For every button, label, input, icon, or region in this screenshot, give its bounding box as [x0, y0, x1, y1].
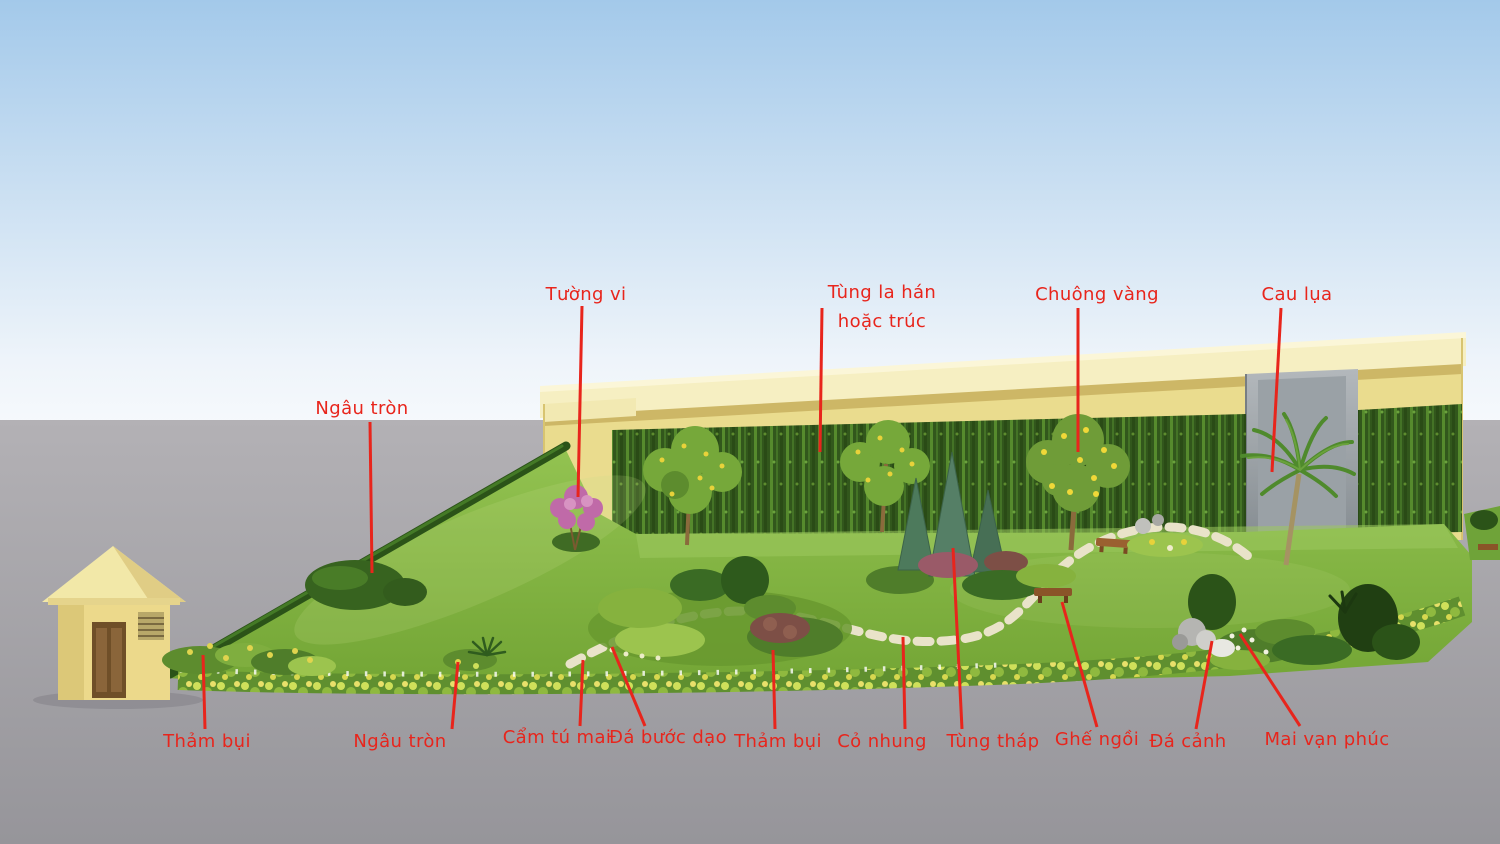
label-tham-bui-mid: Thảm bụi — [734, 731, 822, 752]
label-tung-la-han-line2: hoặc trúc — [837, 310, 927, 332]
guard-house-window — [138, 612, 164, 640]
label-co-nhung: Cỏ nhung — [837, 731, 927, 752]
flowering-tree-a — [643, 426, 742, 546]
label-tung-thap: Tùng tháp — [946, 731, 1040, 752]
leader-ngau-tron-upper — [368, 421, 374, 574]
leader-tham-bui-mid — [771, 649, 777, 730]
bench-back — [1095, 537, 1133, 554]
guard-house — [33, 546, 203, 709]
rock-garden — [1172, 574, 1420, 670]
back-right-flowerbed — [1127, 514, 1203, 557]
leader-co-nhung — [901, 636, 907, 730]
label-cau-lua: Cau lụa — [1261, 284, 1333, 305]
leader-lines — [201, 305, 1302, 730]
leader-cam-tu-mai — [578, 659, 585, 727]
label-chuong-vang: Chuông vàng — [1035, 284, 1159, 305]
leader-da-canh — [1194, 640, 1214, 730]
label-tung-la-han: Tùng la hán hoặc trúc — [828, 283, 937, 332]
shrub-bed-left — [162, 643, 336, 676]
leader-ghe-ngoi — [1060, 601, 1099, 728]
leader-tung-thap — [951, 547, 964, 730]
leader-ngau-tron-lower — [450, 661, 460, 730]
label-tuong-vi: Tường vi — [545, 284, 627, 305]
label-da-buoc-dao: Đá bước dạo — [608, 727, 728, 748]
label-ngau-tron-upper: Ngâu tròn — [315, 398, 409, 419]
leader-tham-bui-left — [201, 654, 207, 730]
label-tham-bui-left: Thảm bụi — [163, 731, 251, 752]
round-shrub-ngau-tron — [305, 560, 427, 610]
label-mai-van-phuc: Mai vạn phúc — [1264, 729, 1390, 750]
leader-cau-lua — [1270, 307, 1283, 473]
label-tung-la-han-line1: Tùng la hán — [827, 282, 937, 303]
leader-tung-la-han — [818, 307, 824, 453]
diagonal-hedge — [165, 441, 571, 679]
leader-da-buoc-dao — [610, 646, 647, 727]
bench-middle — [1034, 588, 1072, 603]
pink-shrub-tuong-vi — [550, 485, 603, 552]
label-da-canh: Đá cảnh — [1149, 731, 1227, 752]
conifer-group-tung-thap — [866, 451, 1076, 600]
label-cam-tu-mai: Cẩm tú mai — [502, 727, 612, 748]
center-shrub-bed — [588, 556, 852, 666]
leader-tuong-vi — [576, 305, 584, 498]
label-ghe-ngoi: Ghế ngồi — [1054, 729, 1140, 750]
maroon-bush — [750, 613, 810, 643]
flowering-tree-b — [840, 420, 930, 533]
far-right-hedge — [1464, 506, 1500, 560]
label-ngau-tron-lower: Ngâu tròn — [353, 731, 447, 752]
leader-mai-van-phuc — [1238, 633, 1302, 727]
